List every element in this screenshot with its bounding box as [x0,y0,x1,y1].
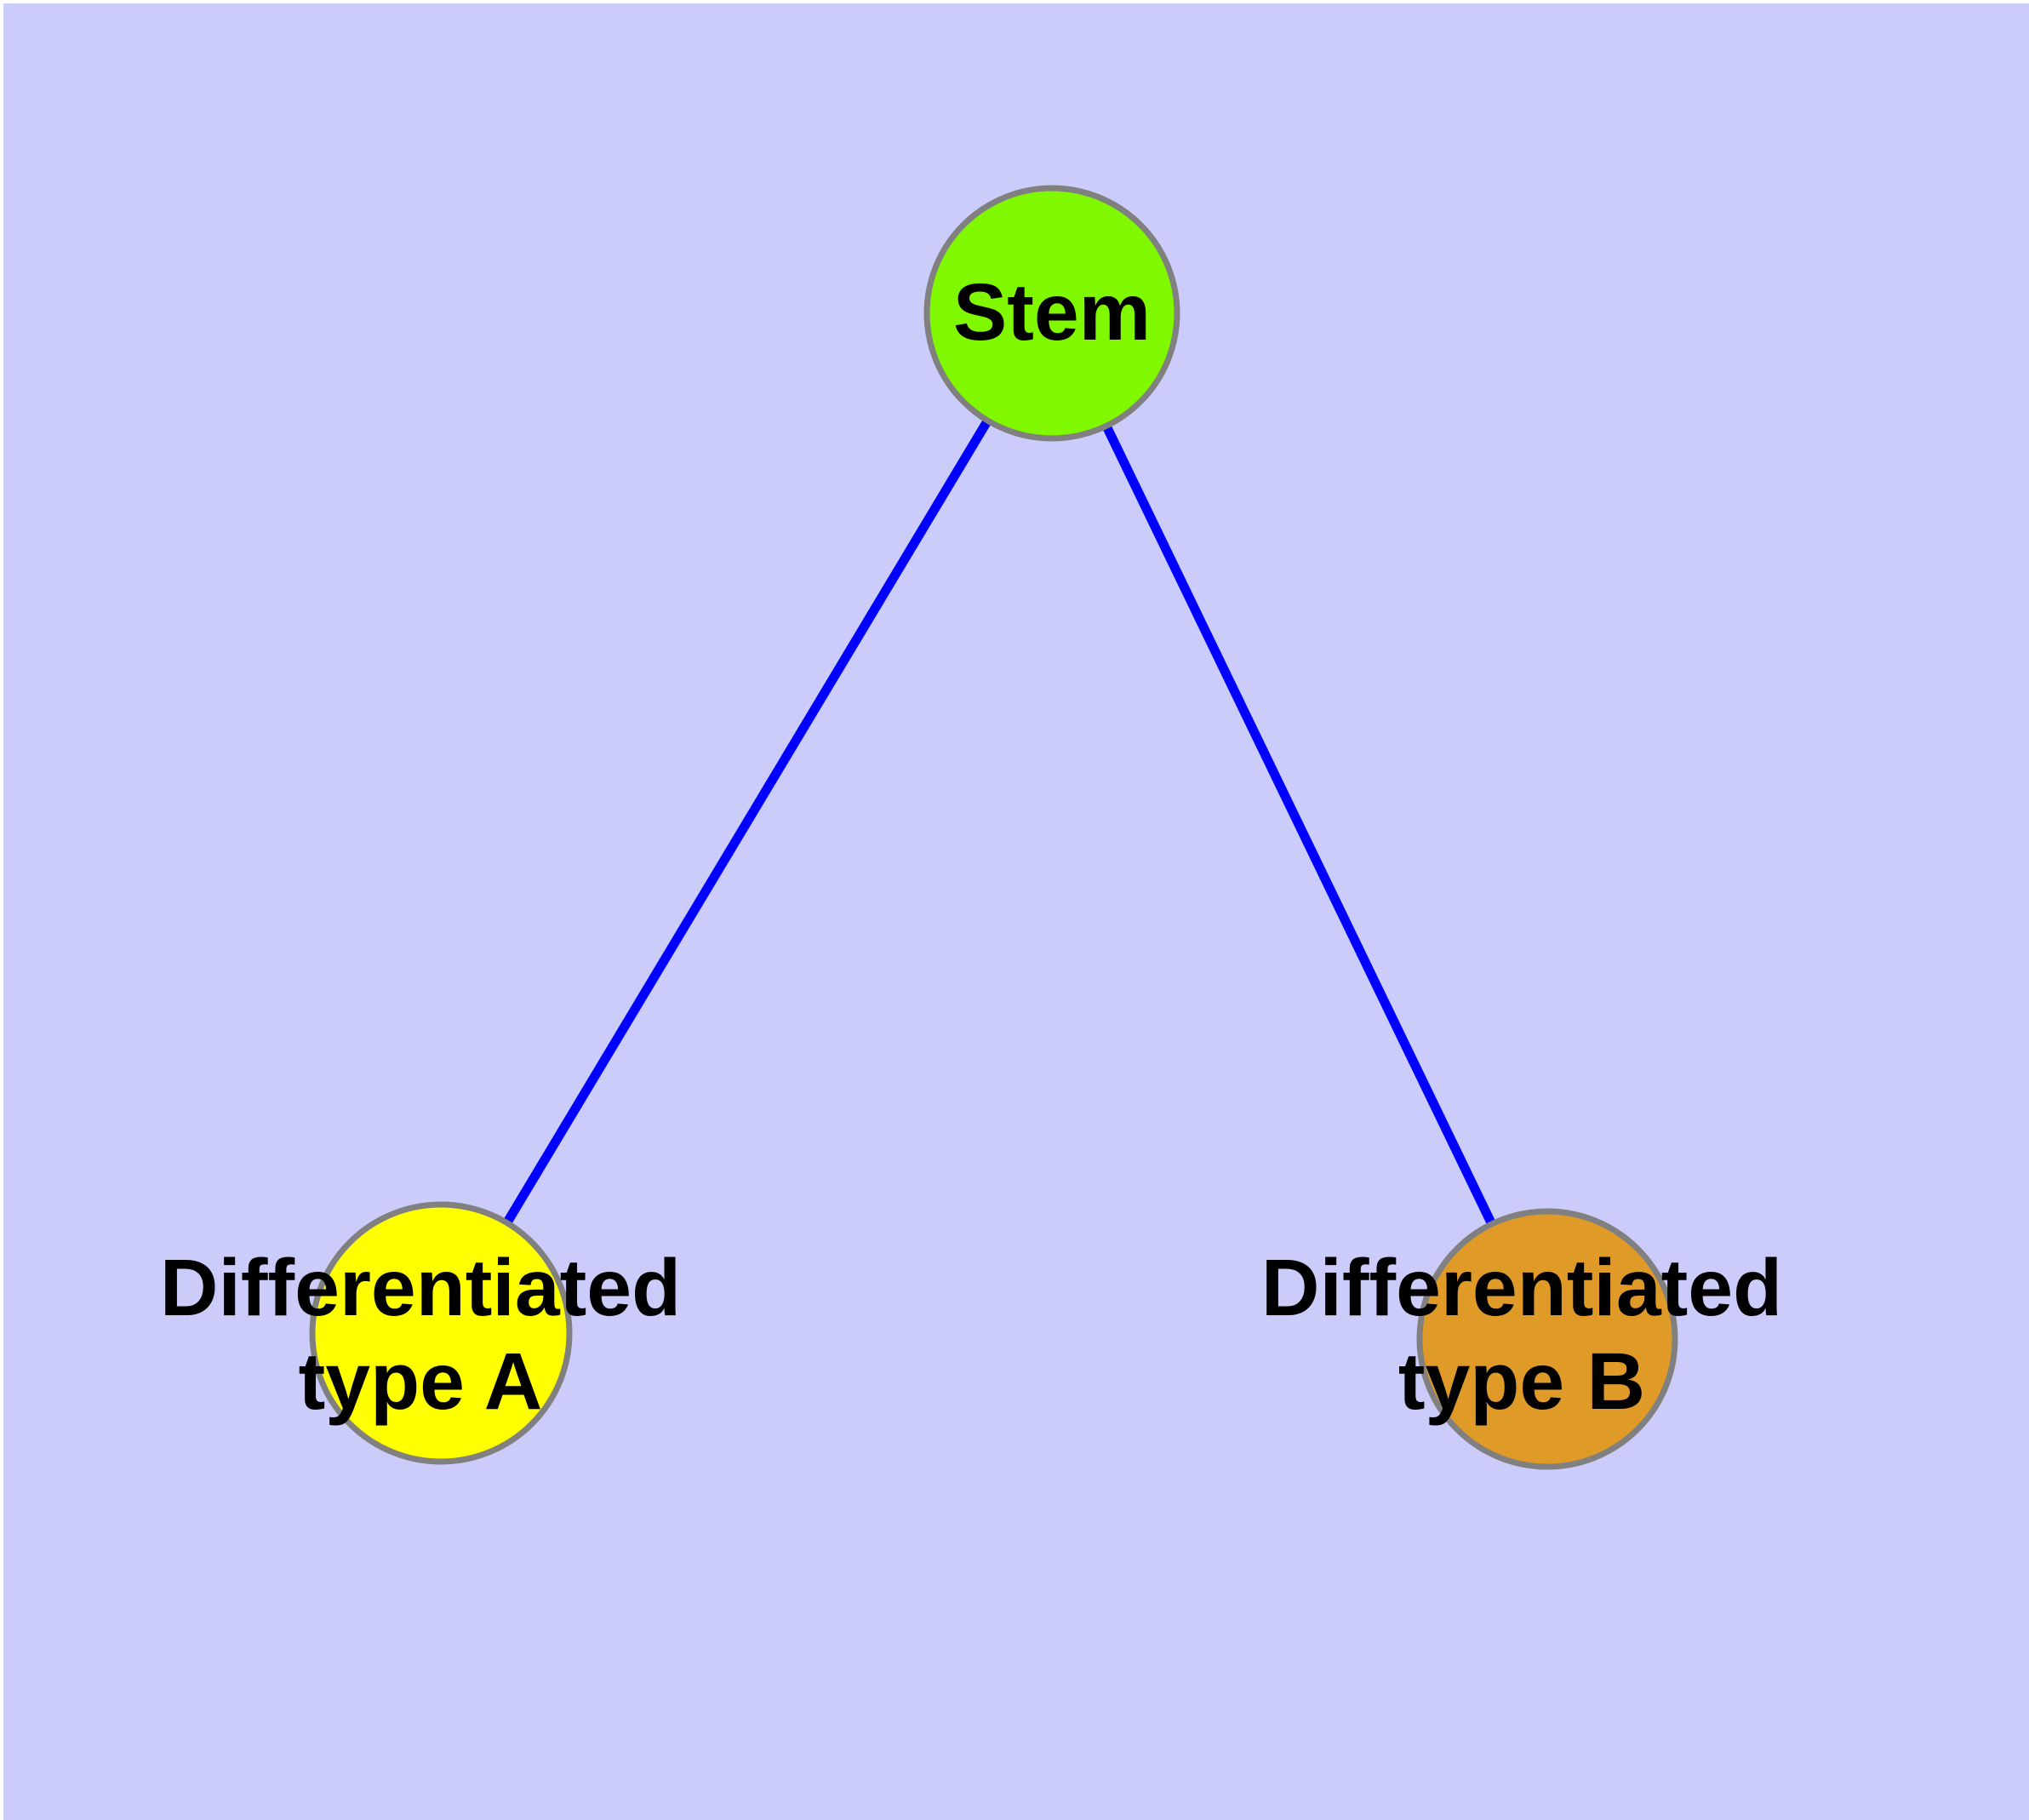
node-differentiated-type-b[interactable] [1416,1208,1678,1470]
node-differentiated-type-a[interactable] [309,1201,573,1465]
edge-stem-to-differentiated-type-b [1048,311,1552,1342]
node-layer [309,185,1678,1470]
edge-stem-to-differentiated-type-a [437,311,1056,1336]
node-stem[interactable] [923,185,1180,442]
edge-layer [437,311,1552,1342]
